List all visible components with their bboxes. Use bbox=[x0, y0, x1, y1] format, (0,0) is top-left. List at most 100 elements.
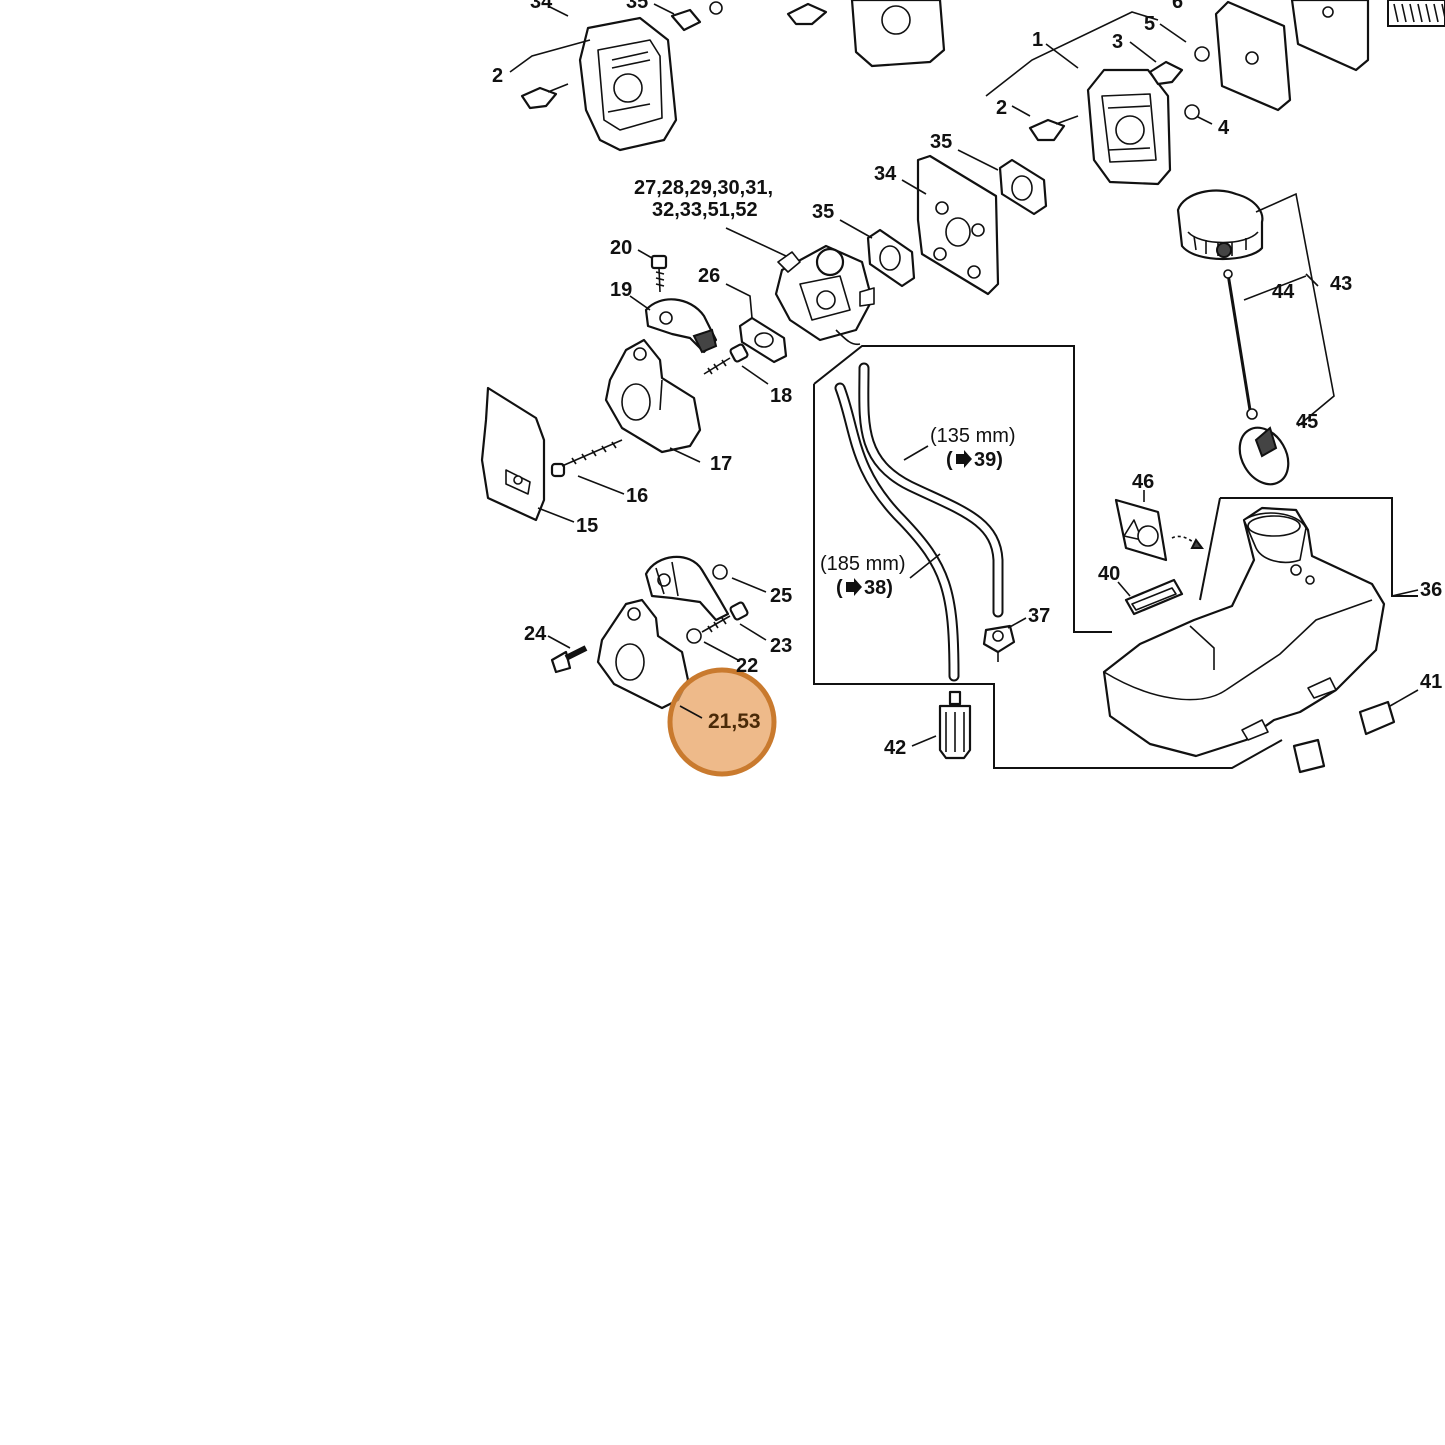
leader-20 bbox=[637, 249, 653, 259]
label-16[interactable]: 16 bbox=[626, 485, 648, 507]
label-35-top[interactable]: 35 bbox=[626, 0, 648, 13]
air-filter-housing-1 bbox=[1086, 68, 1172, 186]
screw-24 bbox=[550, 645, 588, 674]
arrow-right-icon bbox=[846, 578, 862, 596]
fuel-hose-short bbox=[834, 382, 960, 682]
label-5[interactable]: 5 bbox=[1144, 13, 1155, 35]
label-15[interactable]: 15 bbox=[576, 515, 598, 537]
intake-flange-21 bbox=[596, 598, 690, 710]
leader-135mm bbox=[903, 445, 929, 461]
label-21-53[interactable]: 21,53 bbox=[708, 710, 761, 733]
hose-short-ref-num: 38) bbox=[864, 577, 893, 599]
label-46[interactable]: 46 bbox=[1132, 471, 1154, 493]
screw-18 bbox=[703, 343, 749, 375]
leader-35-b bbox=[839, 219, 873, 239]
label-19[interactable]: 19 bbox=[610, 279, 632, 301]
leader-carb-group bbox=[725, 227, 787, 257]
leader-24 bbox=[547, 635, 571, 649]
label-45[interactable]: 45 bbox=[1296, 411, 1318, 433]
label-37[interactable]: 37 bbox=[1028, 605, 1050, 627]
leader-44 bbox=[1243, 275, 1307, 301]
label-23[interactable]: 23 bbox=[770, 635, 792, 657]
leader-4 bbox=[1195, 115, 1213, 125]
label-26[interactable]: 26 bbox=[698, 265, 720, 287]
label-44[interactable]: 44 bbox=[1272, 281, 1295, 303]
fuel-cap bbox=[1176, 189, 1264, 261]
valve-37 bbox=[982, 624, 1016, 662]
leader-37 bbox=[1007, 617, 1027, 629]
leader-34-top bbox=[547, 5, 569, 17]
label-35-b[interactable]: 35 bbox=[812, 201, 834, 223]
pad-40 bbox=[1124, 578, 1184, 616]
screw-2-right bbox=[1028, 115, 1079, 142]
label-35-a[interactable]: 35 bbox=[930, 131, 952, 153]
label-24[interactable]: 24 bbox=[524, 623, 547, 645]
label-18[interactable]: 18 bbox=[770, 385, 792, 407]
hose-short-length: (185 mm) bbox=[820, 553, 906, 575]
hose-long-ref-num: 39) bbox=[974, 449, 1003, 471]
hose-box-top bbox=[813, 345, 1112, 633]
leader-18 bbox=[741, 365, 769, 385]
hose-short-ref[interactable]: ( 38) bbox=[836, 577, 893, 599]
leader-185mm bbox=[909, 553, 941, 579]
leader-19 bbox=[629, 295, 651, 311]
label-carb-group-line2[interactable]: 32,33,51,52 bbox=[652, 199, 758, 221]
leader-3 bbox=[1129, 41, 1157, 63]
label-41[interactable]: 41 bbox=[1420, 671, 1442, 693]
foot-41-a bbox=[1358, 700, 1396, 736]
leader-25 bbox=[731, 577, 767, 593]
shroud-ribbed bbox=[1387, 0, 1445, 27]
label-36[interactable]: 36 bbox=[1420, 579, 1442, 601]
leader-1 bbox=[1045, 43, 1079, 69]
hose-long-ref[interactable]: ( 39) bbox=[946, 449, 1003, 471]
label-1[interactable]: 1 bbox=[1032, 29, 1043, 51]
label-carb-group-line1[interactable]: 27,28,29,30,31, bbox=[634, 177, 773, 199]
leader-22 bbox=[703, 641, 739, 661]
leader-5 bbox=[1159, 23, 1187, 43]
label-34-top[interactable]: 34 bbox=[530, 0, 553, 13]
fuel-hose-long bbox=[858, 362, 1004, 618]
leader-2-left bbox=[509, 39, 591, 73]
leader-36 bbox=[1391, 589, 1419, 597]
intake-flange-17 bbox=[604, 338, 702, 454]
label-2-left[interactable]: 2 bbox=[492, 65, 503, 87]
air-filter-housing-mid bbox=[850, 0, 946, 68]
hose-long-length: (135 mm) bbox=[930, 425, 1016, 447]
highlight-circle[interactable] bbox=[667, 667, 777, 777]
label-2-right[interactable]: 2 bbox=[996, 97, 1007, 119]
screw-23 bbox=[701, 601, 749, 633]
leader-34 bbox=[901, 179, 927, 195]
leader-35-a bbox=[957, 149, 999, 171]
leader-26 bbox=[725, 283, 753, 319]
label-20[interactable]: 20 bbox=[610, 237, 632, 259]
label-6[interactable]: 6 bbox=[1172, 0, 1183, 13]
retainer-cord-44 bbox=[1223, 269, 1258, 420]
air-filter-housing-left bbox=[578, 16, 678, 152]
leader-42 bbox=[911, 735, 937, 747]
label-42[interactable]: 42 bbox=[884, 737, 906, 759]
leader-15 bbox=[537, 507, 575, 523]
choke-lever-19 bbox=[644, 298, 718, 354]
label-43[interactable]: 43 bbox=[1330, 273, 1352, 295]
label-4[interactable]: 4 bbox=[1218, 117, 1230, 139]
leader-1-box bbox=[985, 11, 1159, 97]
washer-22 bbox=[686, 628, 702, 644]
fuel-tank-36 bbox=[1102, 506, 1386, 758]
leader-2-right bbox=[1011, 105, 1031, 117]
label-3[interactable]: 3 bbox=[1112, 31, 1123, 53]
label-25[interactable]: 25 bbox=[770, 585, 792, 607]
label-22[interactable]: 22 bbox=[736, 655, 758, 677]
leader-16 bbox=[577, 475, 625, 495]
leader-40 bbox=[1117, 581, 1131, 597]
washer-25 bbox=[712, 564, 728, 580]
choke-lever-25 bbox=[644, 555, 730, 622]
leader-43 bbox=[1305, 273, 1319, 287]
label-17[interactable]: 17 bbox=[710, 453, 732, 475]
label-40[interactable]: 40 bbox=[1098, 563, 1120, 585]
leader-23 bbox=[739, 623, 767, 641]
filter-pad-6 bbox=[1214, 0, 1292, 112]
screw-3 bbox=[1148, 60, 1184, 86]
label-34[interactable]: 34 bbox=[874, 163, 897, 185]
